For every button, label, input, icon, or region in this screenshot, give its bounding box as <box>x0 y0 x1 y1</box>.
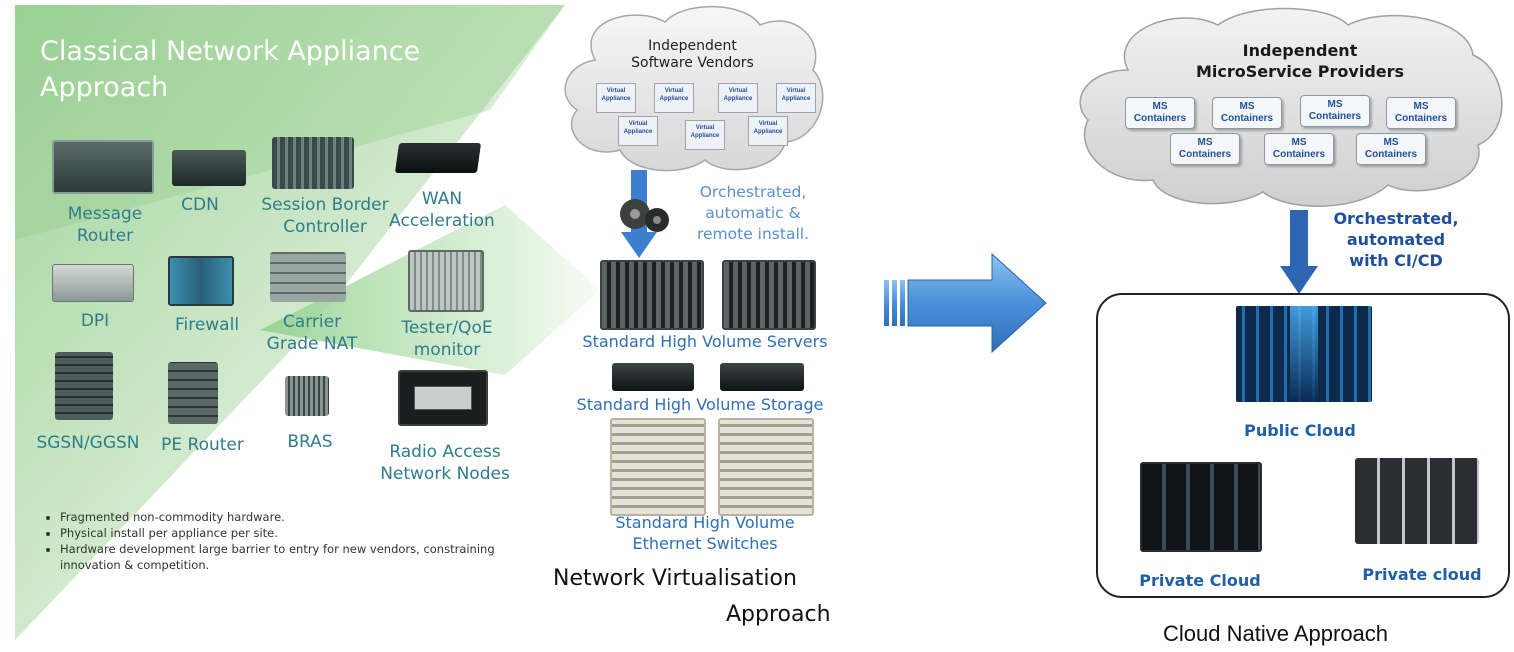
message-router-device <box>52 140 154 194</box>
switches-label: Standard High Volume Ethernet Switches <box>615 513 795 553</box>
transition-arrow <box>884 252 1047 354</box>
ran-label: Radio Access Network Nodes <box>380 442 510 484</box>
storage-unit <box>720 363 804 391</box>
public-cloud-label: Public Cloud <box>1244 421 1356 440</box>
public-cloud-datacenter-image <box>1236 306 1372 402</box>
message-router-label: Message Router <box>67 204 143 246</box>
switch-unit <box>718 418 814 516</box>
wan-device <box>394 143 482 173</box>
cgnat-label: Carrier Grade NAT <box>266 312 358 354</box>
bullet-item: Fragmented non-commodity hardware. <box>60 509 500 525</box>
bullet-item: Physical install per appliance per site. <box>60 525 500 541</box>
gears-icon <box>620 199 669 232</box>
virtual-appliance: Virtual Appliance <box>596 83 636 113</box>
dpi-device <box>52 264 134 302</box>
ran-panel <box>414 386 472 410</box>
server-unit <box>722 260 816 330</box>
cn-orchestrated-text: Orchestrated, automated with CI/CD <box>1333 209 1459 270</box>
cdn-device <box>172 150 246 186</box>
cn-title: Cloud Native Approach <box>1163 621 1389 646</box>
virtual-appliance: Virtual Appliance <box>776 83 816 113</box>
virtual-appliance: Virtual Appliance <box>748 116 788 146</box>
storage-label: Standard High Volume Storage <box>576 395 824 414</box>
virtual-appliance: Virtual Appliance <box>685 120 725 150</box>
private-cloud-rack-image-2 <box>1355 458 1479 544</box>
tester-label: Tester/QoE monitor <box>401 318 493 360</box>
cn-down-arrow <box>1280 210 1318 294</box>
classical-title-line2: Approach <box>40 72 169 103</box>
virtual-appliance: Virtual Appliance <box>718 83 758 113</box>
bullet-item: Hardware development large barrier to en… <box>60 541 500 573</box>
isv-cloud-title: Independent Software Vendors <box>631 38 754 71</box>
pe-router-label: PE Router <box>161 435 244 455</box>
server-unit <box>600 260 704 330</box>
classical-bullets: Fragmented non-commodity hardware. Physi… <box>42 509 500 573</box>
pe-router-device <box>168 362 218 424</box>
bras-label: BRAS <box>287 432 333 452</box>
classical-title: Classical Network Appliance Approach <box>40 34 420 106</box>
firewall-label: Firewall <box>174 315 240 335</box>
msp-cloud-title: Independent MicroService Providers <box>1195 41 1405 81</box>
private-cloud-label-1: Private Cloud <box>1139 571 1261 590</box>
sgsn-label: SGSN/GGSN <box>36 433 140 453</box>
storage-unit <box>612 363 694 391</box>
ran-device <box>398 370 488 426</box>
sbc-device <box>272 137 354 189</box>
virtual-appliance: Virtual Appliance <box>618 116 658 146</box>
firewall-device <box>168 256 234 306</box>
cdn-label: CDN <box>181 195 219 215</box>
nv-orchestrated-text: Orchestrated, automatic & remote install… <box>696 183 809 243</box>
private-cloud-rack-image-1 <box>1140 462 1262 552</box>
aisle-light <box>1290 306 1318 402</box>
bras-device <box>285 376 329 416</box>
private-cloud-label-2: Private cloud <box>1362 565 1482 584</box>
nv-title-line2: Approach <box>726 602 831 627</box>
nv-title-line1: Network Virtualisation <box>553 566 797 591</box>
sbc-label: Session Border Controller <box>261 195 389 237</box>
dpi-label: DPI <box>80 311 110 331</box>
cgnat-device <box>270 252 346 302</box>
classical-title-line1: Classical Network Appliance <box>40 36 421 67</box>
sgsn-device <box>55 352 113 420</box>
wan-label: WAN Acceleration <box>389 189 495 231</box>
tester-device <box>408 250 484 312</box>
switch-unit <box>610 418 706 516</box>
virtual-appliance: Virtual Appliance <box>654 83 694 113</box>
servers-label: Standard High Volume Servers <box>582 332 828 351</box>
